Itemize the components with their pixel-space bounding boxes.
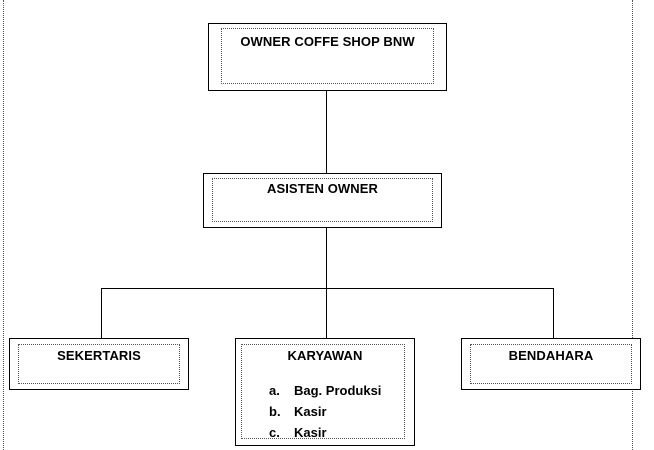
assistant-node: ASISTEN OWNER bbox=[203, 173, 442, 228]
employees-member-item: c. Kasir bbox=[269, 425, 381, 439]
employees-member-item: a. Bag. Produksi bbox=[269, 383, 381, 404]
assistant-node-label: ASISTEN OWNER bbox=[266, 181, 379, 196]
member-label: Kasir bbox=[294, 404, 327, 419]
owner-node: OWNER COFFE SHOP BNW bbox=[208, 23, 447, 91]
connector-assistant-down bbox=[326, 228, 327, 289]
connector-horizontal-branch bbox=[101, 288, 554, 289]
connector-owner-to-assistant bbox=[326, 91, 327, 173]
assistant-node-inner-frame bbox=[212, 178, 433, 222]
owner-node-label: OWNER COFFE SHOP BNW bbox=[240, 34, 415, 49]
page-margin-left bbox=[3, 0, 4, 450]
member-label: Bag. Produksi bbox=[294, 383, 382, 398]
list-marker: c. bbox=[269, 425, 280, 439]
secretary-node-label: SEKERTARIS bbox=[57, 348, 141, 363]
treasurer-node: BENDAHARA bbox=[461, 338, 641, 390]
page-margin-right bbox=[632, 0, 633, 450]
list-marker: a. bbox=[269, 383, 280, 398]
connector-to-secretary bbox=[101, 288, 102, 338]
employees-node: KARYAWAN a. Bag. Produksi b. Kasir c. Kasir bbox=[235, 338, 415, 446]
treasurer-node-label: BENDAHARA bbox=[508, 348, 594, 363]
employees-member-list: a. Bag. Produksi b. Kasir c. Kasir bbox=[269, 383, 381, 439]
secretary-node: SEKERTARIS bbox=[9, 338, 189, 390]
employees-node-inner-frame bbox=[241, 344, 405, 439]
connector-to-treasurer bbox=[553, 288, 554, 338]
member-label: Kasir bbox=[294, 425, 327, 439]
employees-member-item: b. Kasir bbox=[269, 404, 381, 425]
secretary-node-inner-frame bbox=[18, 344, 180, 384]
owner-node-inner-frame bbox=[221, 28, 434, 84]
connector-to-employees bbox=[326, 288, 327, 338]
treasurer-node-inner-frame bbox=[470, 344, 632, 384]
employees-node-label: KARYAWAN bbox=[287, 348, 363, 363]
list-marker: b. bbox=[269, 404, 281, 419]
employees-member-list-clip: a. Bag. Produksi b. Kasir c. Kasir bbox=[236, 339, 414, 439]
